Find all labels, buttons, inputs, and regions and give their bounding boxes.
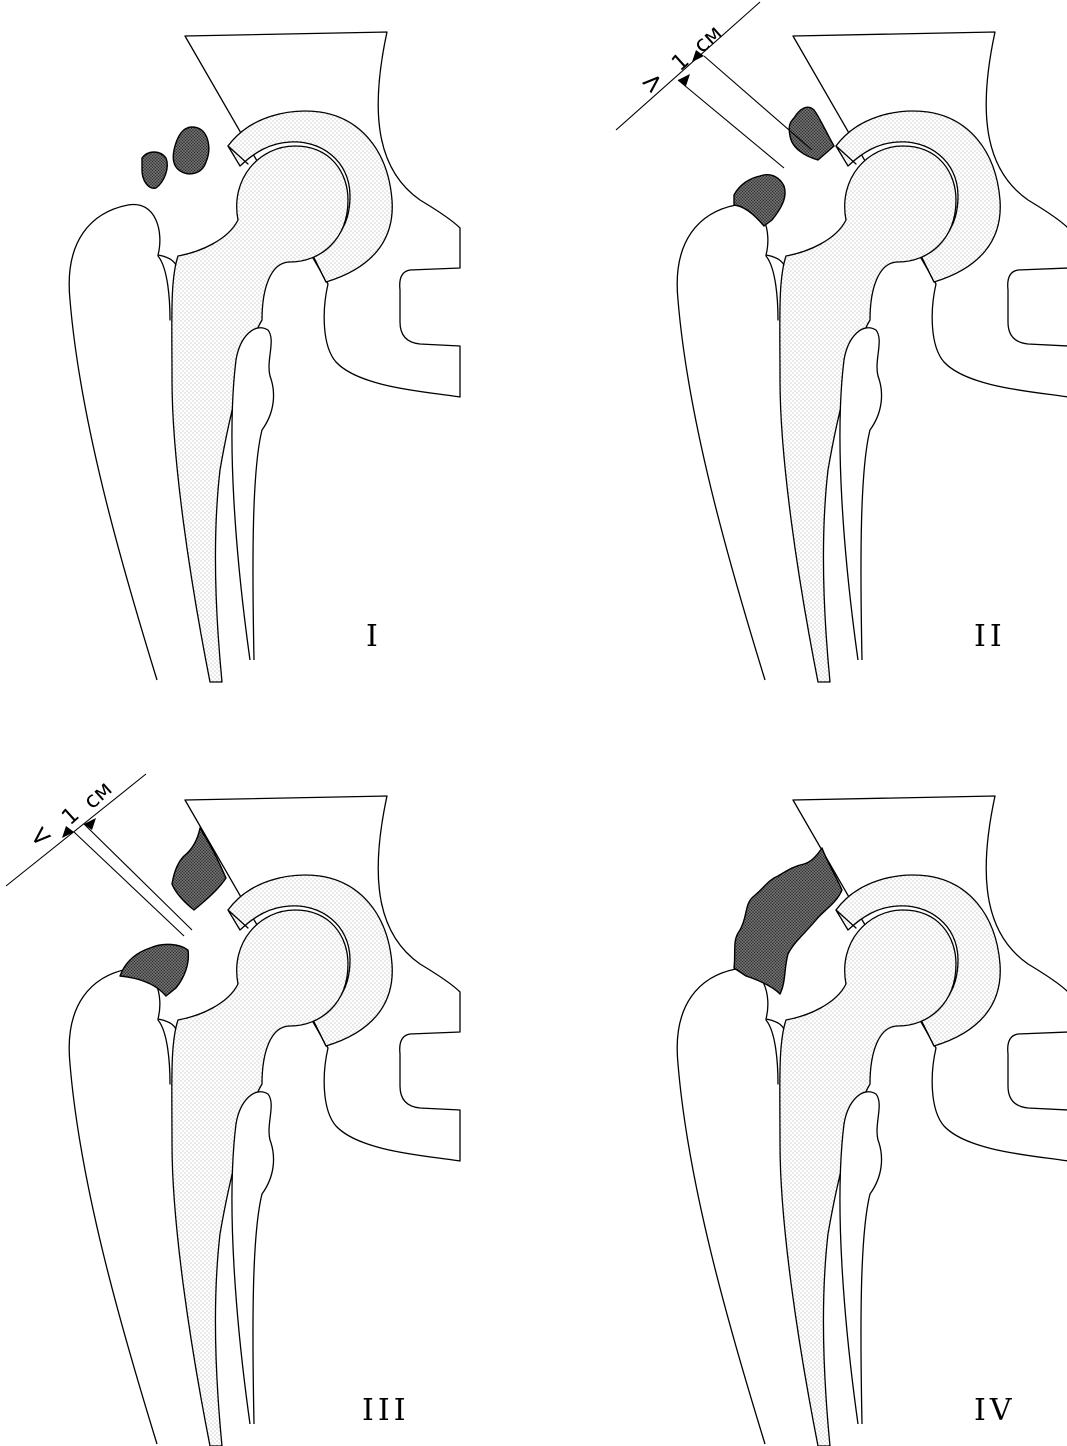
panel-iv: IV bbox=[677, 796, 1067, 1446]
panel-label: II bbox=[974, 619, 1006, 654]
ossification-pelvic-spur bbox=[789, 107, 834, 160]
ossification-fragment bbox=[142, 152, 167, 188]
panel-label: III bbox=[362, 1393, 410, 1428]
measurement-symbol: < bbox=[23, 818, 59, 855]
panel-label: I bbox=[366, 619, 382, 654]
ossification-fragment bbox=[173, 127, 209, 174]
ossification-bridging-mass bbox=[734, 848, 842, 994]
measurement-gap-under-1cm: < 1 см bbox=[6, 774, 192, 936]
panel-i: I bbox=[69, 32, 460, 682]
panel-iii: < 1 см III bbox=[6, 774, 460, 1446]
measurement-unit: см bbox=[689, 21, 727, 59]
measurement-symbol: > bbox=[635, 64, 671, 101]
measurement-gap-over-1cm: > 1 см bbox=[616, 2, 812, 168]
panel-ii: > 1 см II bbox=[616, 2, 1067, 682]
panel-label: IV bbox=[974, 1393, 1016, 1428]
measurement-unit: см bbox=[79, 777, 117, 815]
measurement-value: 1 bbox=[667, 49, 694, 77]
